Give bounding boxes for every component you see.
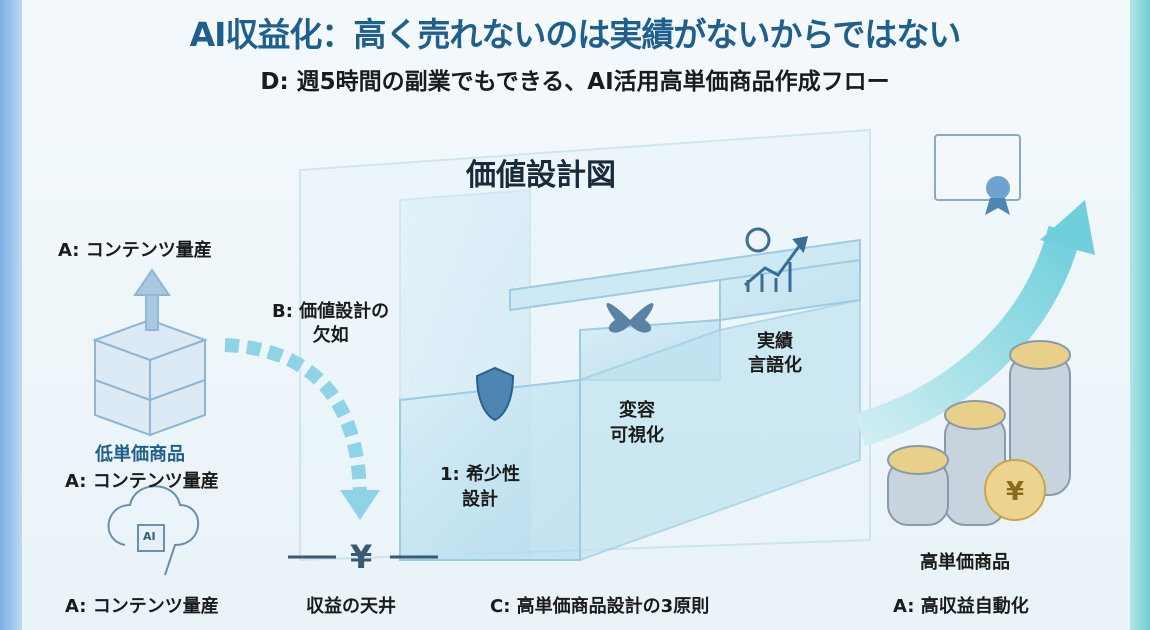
- coin-stacks-icon: ¥: [887, 340, 1071, 526]
- lack-of-value-design-label: B: 価値設計の 欠如: [272, 301, 390, 347]
- high-price-product-label: 高単価商品: [920, 552, 1010, 573]
- left-top-label: A: コンテンツ量産: [58, 240, 212, 261]
- certificate-icon: [934, 134, 1021, 215]
- high-price-product-sub: A: 高収益自動化: [893, 596, 1029, 617]
- svg-text:¥: ¥: [1006, 477, 1024, 507]
- growth-arrow: [855, 200, 1095, 447]
- box-icon: [92, 268, 208, 437]
- diagram-title: 価値設計図: [466, 158, 616, 193]
- revenue-ceiling-label: 収益の天井: [306, 596, 396, 617]
- step-scarcity-design: 1: 希少性 設計: [440, 464, 520, 511]
- staircase: [399, 238, 861, 562]
- step-verbalize-achievements: 実績 言語化: [748, 331, 802, 377]
- butterfly-icon: [606, 303, 654, 333]
- page-subtitle: D: 週5時間の副業でもできる、AI活用高単価商品作成フロー: [260, 69, 890, 95]
- shield-icon: [475, 366, 515, 422]
- low-price-product-sub: A: コンテンツ量産: [65, 471, 219, 492]
- step-transformation-visualization: 変容 可視化: [610, 400, 664, 447]
- three-principles-label: C: 高単価商品設計の3原則: [490, 596, 710, 617]
- ai-chip-label: AI: [143, 530, 156, 543]
- yen-growth-chart-icon: [744, 227, 809, 292]
- left-bottom-label: A: コンテンツ量産: [65, 596, 219, 617]
- page-title: AI収益化：高く売れないのは実績がないからではない: [189, 15, 962, 54]
- low-price-product-label: 低単価商品: [95, 444, 185, 465]
- yen-symbol: ¥: [350, 538, 373, 576]
- brain-ai-icon: [107, 485, 200, 576]
- curved-dashed-arrow: [224, 338, 380, 520]
